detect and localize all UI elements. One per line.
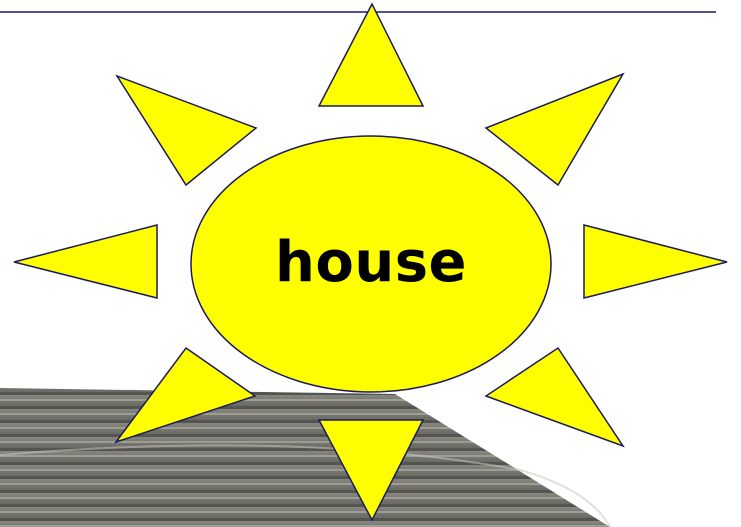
ray-right bbox=[584, 225, 727, 298]
ray-left bbox=[14, 225, 157, 298]
ray-top-left bbox=[117, 76, 256, 185]
ray-bottom-right bbox=[486, 348, 623, 446]
ray-top-right bbox=[486, 74, 623, 185]
floor-photo-background bbox=[0, 388, 610, 527]
center-word: house bbox=[275, 230, 467, 295]
ray-top bbox=[319, 4, 423, 106]
